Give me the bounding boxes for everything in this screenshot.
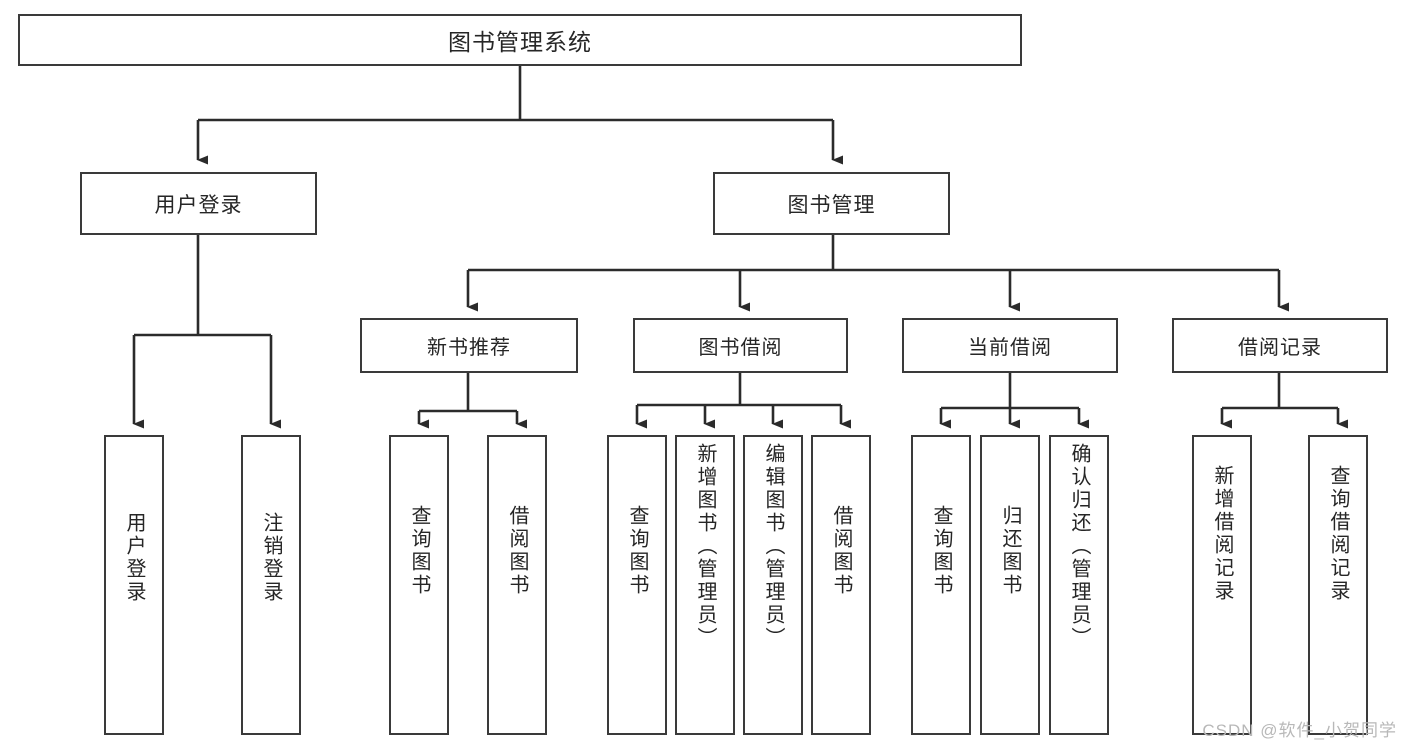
node-label: 图书借阅 (698, 337, 783, 359)
node-root-library-management-system[interactable]: 图书管理系统 (18, 14, 1022, 66)
leaf-book-borrow-borrow-book[interactable]: 借阅图书 (811, 435, 871, 735)
node-book-management[interactable]: 图书管理 (713, 172, 950, 235)
leaf-current-borrow-query-book[interactable]: 查询图书 (911, 435, 971, 735)
node-label: 当前借阅 (968, 337, 1052, 359)
leaf-current-borrow-return-book[interactable]: 归还图书 (980, 435, 1040, 735)
node-borrow-record[interactable]: 借阅记录 (1172, 318, 1388, 373)
node-new-book-recommend[interactable]: 新书推荐 (360, 318, 578, 373)
node-label: 用户登录 (123, 512, 145, 604)
node-label: 归还图书 (999, 505, 1021, 597)
leaf-current-borrow-confirm-return-admin[interactable]: 确认归还（管理员） (1049, 435, 1109, 735)
leaf-book-borrow-add-book-admin[interactable]: 新增图书（管理员） (675, 435, 735, 735)
node-label: 借阅图书 (830, 505, 852, 597)
node-label: 用户登录 (154, 193, 243, 217)
node-label: 新增图书（管理员） (694, 443, 716, 650)
leaf-borrow-record-add-record[interactable]: 新增借阅记录 (1192, 435, 1252, 735)
node-label: 查询图书 (930, 505, 952, 597)
csdn-watermark: CSDN @软件_小贺同学 (1202, 721, 1397, 740)
leaf-borrow-record-query-record[interactable]: 查询借阅记录 (1308, 435, 1368, 735)
leaf-user-login-logout[interactable]: 注销登录 (241, 435, 301, 735)
node-label: 注销登录 (260, 512, 282, 604)
leaf-book-borrow-query-book[interactable]: 查询图书 (607, 435, 667, 735)
leaf-new-book-query-book[interactable]: 查询图书 (389, 435, 449, 735)
node-label: 查询图书 (626, 505, 648, 597)
leaf-new-book-borrow-book[interactable]: 借阅图书 (487, 435, 547, 735)
node-user-login[interactable]: 用户登录 (80, 172, 317, 235)
leaf-user-login-login[interactable]: 用户登录 (104, 435, 164, 735)
node-label: 图书管理 (787, 193, 876, 217)
node-label: 新增借阅记录 (1211, 465, 1233, 603)
leaf-book-borrow-edit-book-admin[interactable]: 编辑图书（管理员） (743, 435, 803, 735)
node-label: 新书推荐 (427, 337, 511, 359)
node-label: 查询借阅记录 (1327, 465, 1349, 603)
node-book-borrow[interactable]: 图书借阅 (633, 318, 848, 373)
node-label: 编辑图书（管理员） (762, 443, 784, 650)
node-label: 借阅记录 (1238, 337, 1322, 359)
node-label: 图书管理系统 (448, 29, 592, 55)
node-label: 确认归还（管理员） (1068, 443, 1090, 650)
node-label: 借阅图书 (506, 505, 528, 597)
node-current-borrow[interactable]: 当前借阅 (902, 318, 1118, 373)
node-label: 查询图书 (408, 505, 430, 597)
